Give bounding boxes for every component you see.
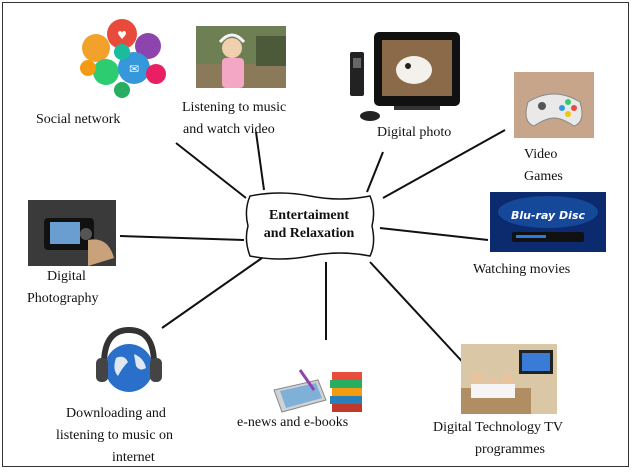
- node-photography-line-2: Photography: [27, 291, 99, 306]
- node-ebooks: e-news and e-books: [237, 415, 349, 430]
- connector-music-video: [255, 131, 265, 191]
- connector-social: [175, 142, 247, 199]
- social-network-image: ✉ ♥: [80, 19, 166, 98]
- ebooks-image: [273, 369, 362, 413]
- digital-tv-image: [461, 344, 557, 414]
- node-social-network: Social network: [36, 112, 121, 127]
- svg-text:✉: ✉: [129, 62, 139, 76]
- node-digital-tv-line-1: Digital Technology TV: [433, 420, 563, 435]
- node-watching-movies: Watching movies: [473, 262, 571, 277]
- node-video-games-line-1: Video: [524, 147, 558, 162]
- node-digital-tv-line-2: programmes: [475, 442, 545, 457]
- connector-photo: [366, 151, 384, 193]
- connector-download: [161, 257, 263, 329]
- node-download-line-3: internet: [112, 450, 155, 465]
- node-photography-line-1: Digital: [47, 269, 86, 284]
- node-download-line-1: Downloading and: [66, 406, 166, 421]
- connector-games: [382, 129, 506, 199]
- digital-photography-image: [28, 200, 116, 266]
- bluray-logo-text: Blu-ray Disc: [511, 209, 586, 222]
- video-games-image: [514, 72, 594, 138]
- node-video-games-line-2: Games: [524, 169, 563, 184]
- center-node-shape: [245, 192, 375, 260]
- bluray-image: Blu-ray Disc: [490, 192, 606, 252]
- download-music-image: [96, 326, 162, 392]
- node-music-video-line-2: and watch video: [183, 122, 275, 137]
- node-download-line-2: listening to music on: [56, 428, 174, 443]
- node-digital-photo: Digital photo: [377, 125, 452, 140]
- center-line-2: and Relaxation: [263, 226, 355, 241]
- center-node: Entertaiment and Relaxation: [244, 193, 374, 257]
- node-music-video-line-1: Listening to music: [182, 100, 287, 115]
- digital-photo-frame-image: [350, 32, 460, 121]
- center-line-1: Entertaiment: [268, 208, 350, 223]
- svg-text:♥: ♥: [117, 29, 127, 42]
- connector-photography: [119, 235, 245, 241]
- diagram-frame: [2, 2, 629, 467]
- listening-music-image: [196, 26, 286, 88]
- connector-tv: [369, 261, 471, 371]
- connector-movies: [379, 227, 489, 241]
